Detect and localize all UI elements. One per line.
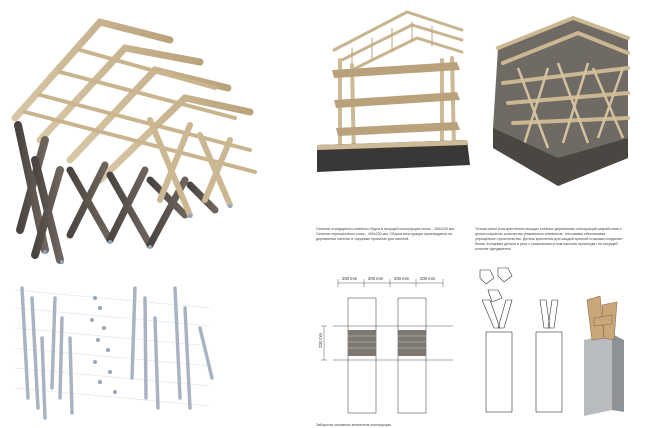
exploded-members-diagram [14, 286, 214, 420]
dimension-label-1: 200 mm [342, 276, 358, 281]
perspective-model-render [493, 15, 630, 186]
caption-left: Сечение стандартного клеёного бруса в не… [316, 226, 455, 241]
dimension-label-4: 200 mm [420, 276, 436, 281]
column-joint-details [479, 267, 624, 416]
axonometric-timber-frame [11, 18, 257, 264]
caption-right: Точная резка угла крепления несущих клеё… [475, 226, 623, 251]
dimension-height-label: 230 mm [318, 332, 323, 348]
joint-section-drawing: 200 mm 200 mm 200 mm 200 mm 230 mm [318, 276, 453, 414]
dimension-label-2: 200 mm [368, 276, 384, 281]
dimension-label-3: 200 mm [394, 276, 410, 281]
section-model-render [317, 10, 470, 172]
caption-bottom: Заборотки основных элементов конструкции… [316, 422, 392, 427]
